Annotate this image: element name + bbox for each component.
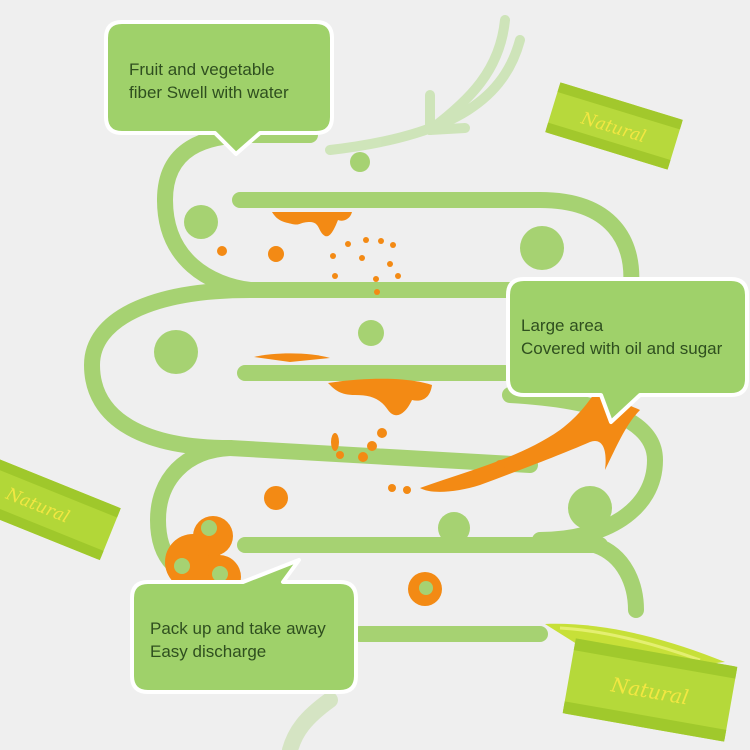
callout-bottom-text: Pack up and take away Easy discharge	[150, 617, 326, 663]
packet-left: Natural	[0, 449, 121, 561]
intestine-left-loop-2	[83, 282, 258, 456]
oil-sugar-blobs	[165, 212, 640, 606]
callout-top-line-2: fiber Swell with water	[129, 83, 289, 102]
packet-top-right: Natural	[545, 82, 683, 170]
bubble-top	[104, 20, 334, 156]
callout-bottom-line-1: Pack up and take away	[150, 619, 326, 638]
intestine-outline	[83, 127, 664, 750]
bubble-bottom	[130, 558, 358, 694]
callout-bubbles	[104, 20, 749, 694]
packet-bottom-right: Natural	[545, 623, 738, 742]
intestine-exit-left	[282, 692, 338, 750]
callout-top-text: Fruit and vegetable fiber Swell with wat…	[129, 58, 289, 104]
callout-middle-line-2: Covered with oil and sugar	[521, 339, 723, 358]
blob-middle-top	[254, 353, 330, 362]
intestine-right-arc-1	[232, 192, 640, 303]
blob-middle	[328, 378, 432, 416]
fiber-wrapped-blobs	[174, 520, 433, 595]
callout-middle-line-1: Large area	[521, 316, 604, 335]
callout-middle-text: Large area Covered with oil and sugar	[521, 314, 722, 360]
intestine-right-arc-3	[587, 537, 644, 618]
intestine-mid-line-3	[222, 440, 538, 473]
intestine-right-arc-2	[502, 387, 664, 548]
splash-right	[420, 385, 640, 492]
callout-bottom-line-2: Easy discharge	[150, 642, 267, 661]
callout-top-line-1: Fruit and vegetable	[129, 60, 275, 79]
bubble-middle	[506, 277, 749, 424]
drip-top	[272, 212, 352, 237]
down-left-arrow-icon	[325, 15, 525, 155]
fiber-particles	[154, 152, 612, 544]
